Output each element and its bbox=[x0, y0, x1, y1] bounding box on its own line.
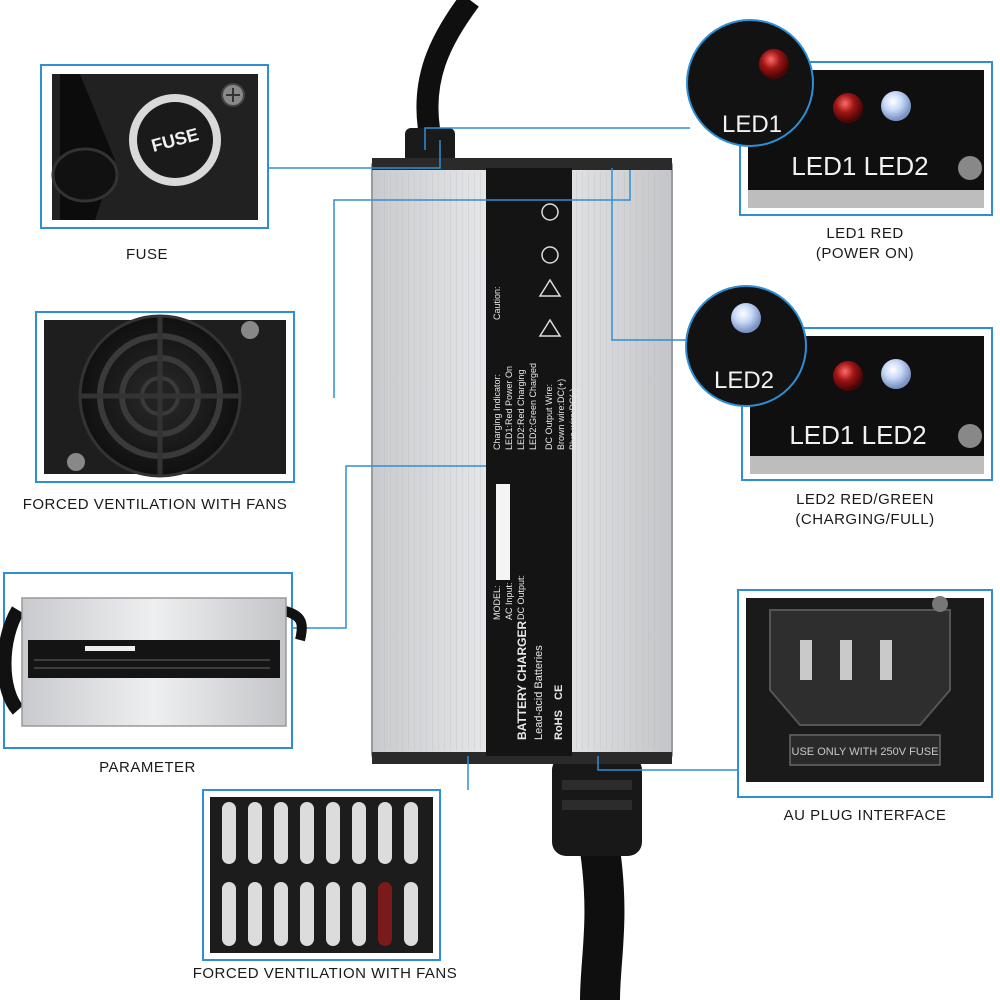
caption-vent-top-text: FORCED VENTILATION WITH FANS bbox=[22, 496, 288, 513]
label-rohs: RoHS bbox=[553, 710, 565, 740]
caption-led1: LED1 RED (POWER ON) bbox=[780, 224, 950, 264]
screw-icon bbox=[241, 321, 259, 339]
led1-red-icon bbox=[833, 93, 863, 123]
screw-icon bbox=[958, 424, 982, 448]
led1-panel: LED1 LED2 LED1 bbox=[686, 19, 993, 216]
pin-icon bbox=[840, 640, 852, 680]
caption-au-plug-text: AU PLUG INTERFACE bbox=[783, 807, 947, 824]
warning-icon bbox=[538, 278, 562, 297]
end-cap-top bbox=[372, 158, 672, 170]
iec-socket-icon bbox=[769, 609, 951, 726]
label-caution: Caution: bbox=[492, 286, 502, 320]
label-dc-output: DC Output: bbox=[516, 575, 526, 620]
spec-label bbox=[486, 168, 572, 756]
label-dc-wire: DC Output Wire: bbox=[544, 384, 554, 450]
label-title: BATTERY CHARGER bbox=[515, 621, 529, 740]
connector-vent-top bbox=[333, 170, 631, 398]
connector-led1 bbox=[424, 127, 690, 150]
model-box bbox=[496, 484, 510, 580]
connector-fuse bbox=[268, 140, 441, 169]
label-blue: Blue wire:DC(-) bbox=[568, 388, 578, 450]
charger-main-image: BATTERY CHARGER Lead-acid Batteries RoHS… bbox=[371, 0, 673, 1001]
caption-led2: LED2 RED/GREEN (CHARGING/FULL) bbox=[780, 490, 950, 530]
led2-panel: LED1 LED2 LED2 bbox=[685, 285, 993, 481]
label-model: MODEL: bbox=[492, 585, 502, 620]
led2-zoom-circle bbox=[685, 285, 807, 407]
caption-vent-top: FORCED VENTILATION WITH FANS bbox=[10, 495, 300, 515]
mini-spec-label bbox=[28, 640, 280, 678]
connector-led2 bbox=[611, 168, 700, 341]
fuse-panel: FUSE bbox=[40, 64, 269, 229]
led1-zoom-text: LED1 bbox=[722, 111, 782, 138]
caption-fuse: FUSE bbox=[97, 245, 197, 265]
symbol-icon bbox=[541, 246, 559, 264]
caption-led2-line1: LED2 RED/GREEN bbox=[796, 491, 934, 508]
caption-au-plug: AU PLUG INTERFACE bbox=[765, 806, 965, 826]
ac-cable bbox=[416, 0, 479, 137]
label-led2a: LED2:Red Charging bbox=[516, 369, 526, 450]
label-sub: Lead-acid Batteries bbox=[533, 645, 545, 740]
screw-icon bbox=[67, 453, 85, 471]
connector-lines bbox=[268, 127, 738, 790]
label-led1: LED1:Red Power On bbox=[504, 366, 514, 450]
symbol-icon bbox=[541, 203, 559, 221]
fan-panel bbox=[35, 311, 295, 483]
caption-vent-bottom: FORCED VENTILATION WITH FANS bbox=[180, 964, 470, 984]
au-plug-panel: USE ONLY WITH 250V FUSE bbox=[737, 589, 993, 798]
caption-led2-line2: (CHARGING/FULL) bbox=[795, 511, 935, 528]
screw-icon bbox=[932, 596, 948, 612]
label-led2b: LED2:Green Charged bbox=[528, 363, 538, 450]
dc-cable bbox=[580, 847, 625, 1001]
caption-led1-line2: (POWER ON) bbox=[815, 245, 915, 262]
parameter-panel bbox=[0, 572, 307, 749]
vent-slots bbox=[222, 802, 418, 946]
end-cap-bottom bbox=[372, 752, 672, 764]
led1-panel-text: LED1 LED2 bbox=[791, 151, 928, 181]
label-indicator: Charging Indicator: bbox=[492, 374, 502, 450]
connector-plug bbox=[597, 756, 738, 771]
caption-fuse-text: FUSE bbox=[125, 246, 168, 263]
led2-icon bbox=[881, 91, 911, 121]
vent-panel bbox=[202, 789, 441, 961]
connector-parameter bbox=[292, 465, 486, 629]
caption-vent-bottom-text: FORCED VENTILATION WITH FANS bbox=[192, 965, 458, 982]
warning-icon bbox=[538, 318, 562, 337]
screw-icon bbox=[958, 156, 982, 180]
cable-gland bbox=[405, 128, 455, 163]
label-brown: Brown wire:DC(+) bbox=[556, 379, 566, 450]
pin-icon bbox=[880, 640, 892, 680]
led2-panel-text: LED1 LED2 bbox=[789, 420, 926, 450]
caption-parameter: PARAMETER bbox=[60, 758, 235, 778]
caption-parameter-text: PARAMETER bbox=[99, 759, 196, 776]
led2-zoom-text: LED2 bbox=[714, 367, 774, 394]
pin-icon bbox=[800, 640, 812, 680]
label-ac-input: AC Input: bbox=[504, 582, 514, 620]
fuse-icon bbox=[137, 102, 213, 178]
label-ce: CE bbox=[553, 685, 565, 700]
caption-led1-line1: LED1 RED bbox=[826, 225, 904, 242]
plug-fuse-label: USE ONLY WITH 250V FUSE bbox=[792, 746, 939, 758]
